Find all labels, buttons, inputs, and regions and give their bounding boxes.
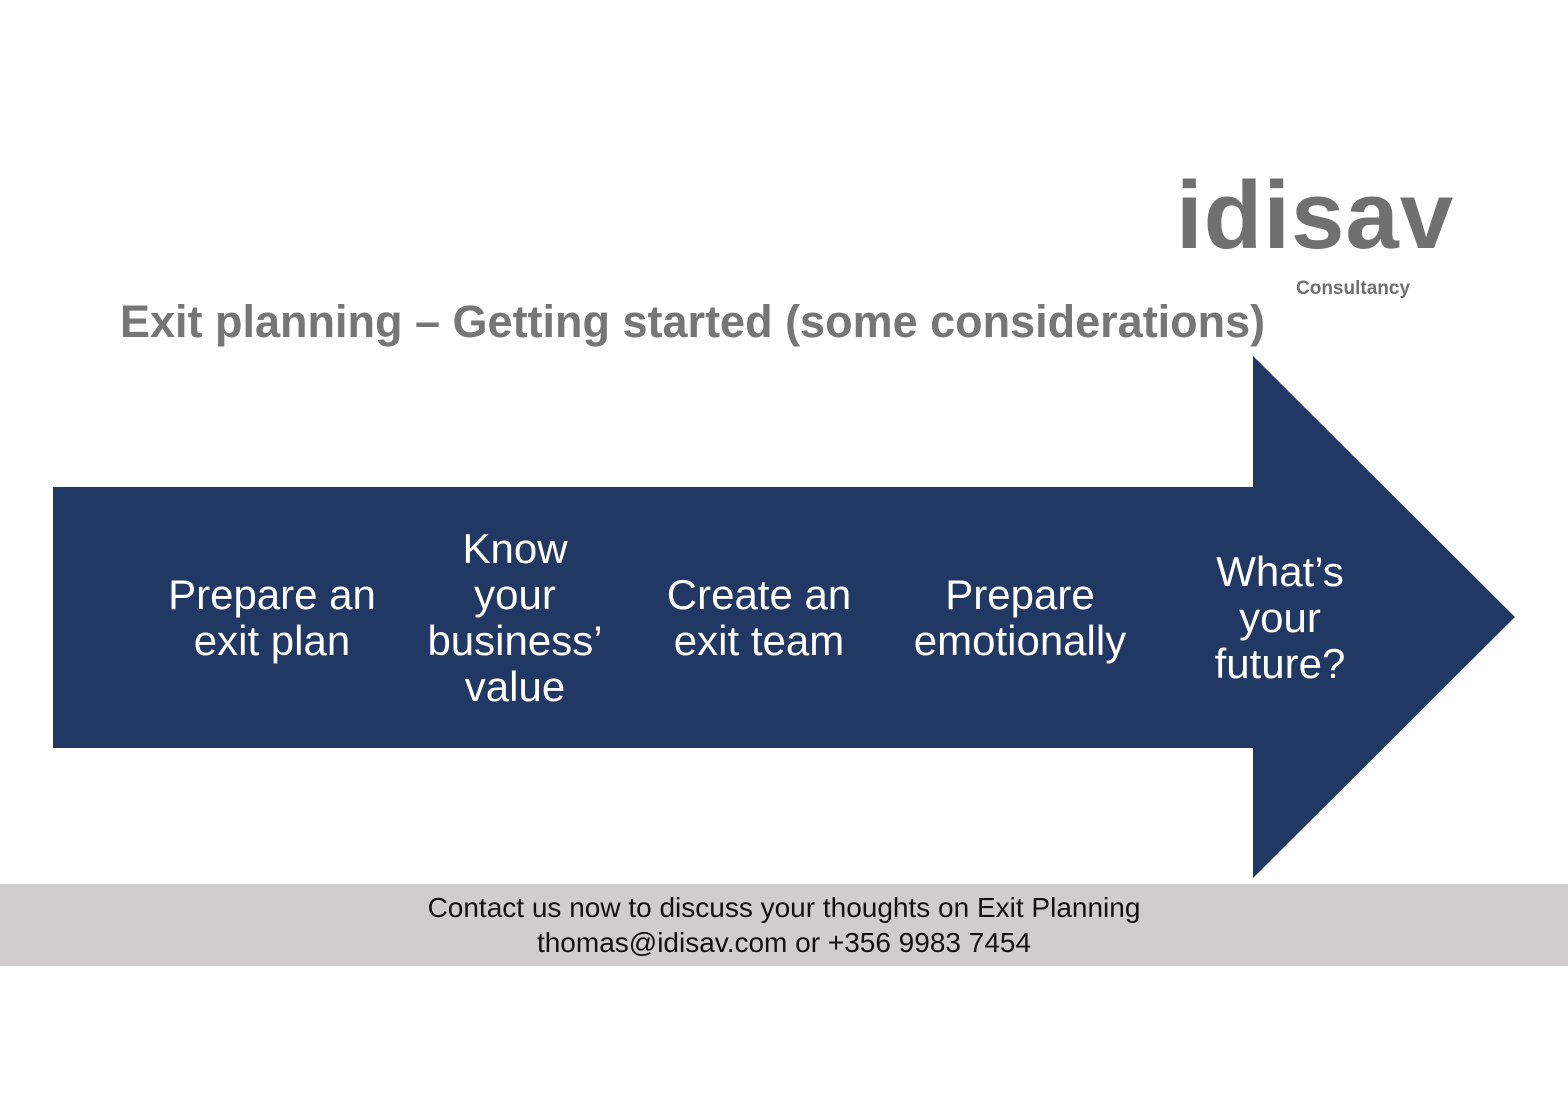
brand-tagline: Consultancy	[1296, 278, 1411, 299]
step-line: Know	[462, 525, 568, 572]
step-line: your	[474, 571, 556, 618]
footer-contact[interactable]: thomas@idisav.com or +356 9983 7454	[536, 927, 1032, 958]
step-line: exit team	[673, 617, 845, 664]
step-line: Prepare an	[168, 571, 376, 618]
brand-logo: idisav	[1176, 162, 1455, 269]
step-create-exit-team: Create an exit team	[639, 572, 879, 664]
contact-footer: Contact us now to discuss your thoughts …	[0, 884, 1568, 966]
step-line: Create an	[666, 571, 852, 618]
step-line: What’s	[1216, 548, 1344, 595]
step-line: your	[1239, 594, 1321, 641]
step-prepare-exit-plan: Prepare an exit plan	[152, 572, 392, 664]
arrow-shape	[53, 356, 1515, 878]
page-title: Exit planning – Getting started (some co…	[120, 296, 1266, 347]
step-line: Prepare	[945, 571, 1095, 618]
step-know-business-value: Know your business’ value	[395, 526, 635, 710]
step-prepare-emotionally: Prepare emotionally	[900, 572, 1140, 664]
step-whats-your-future: What’s your future?	[1160, 549, 1400, 687]
step-line: value	[464, 663, 566, 710]
step-line: business’	[427, 617, 603, 664]
footer-cta: Contact us now to discuss your thoughts …	[427, 892, 1141, 923]
step-line: exit plan	[193, 617, 351, 664]
step-line: future?	[1214, 640, 1346, 687]
step-line: emotionally	[913, 617, 1127, 664]
